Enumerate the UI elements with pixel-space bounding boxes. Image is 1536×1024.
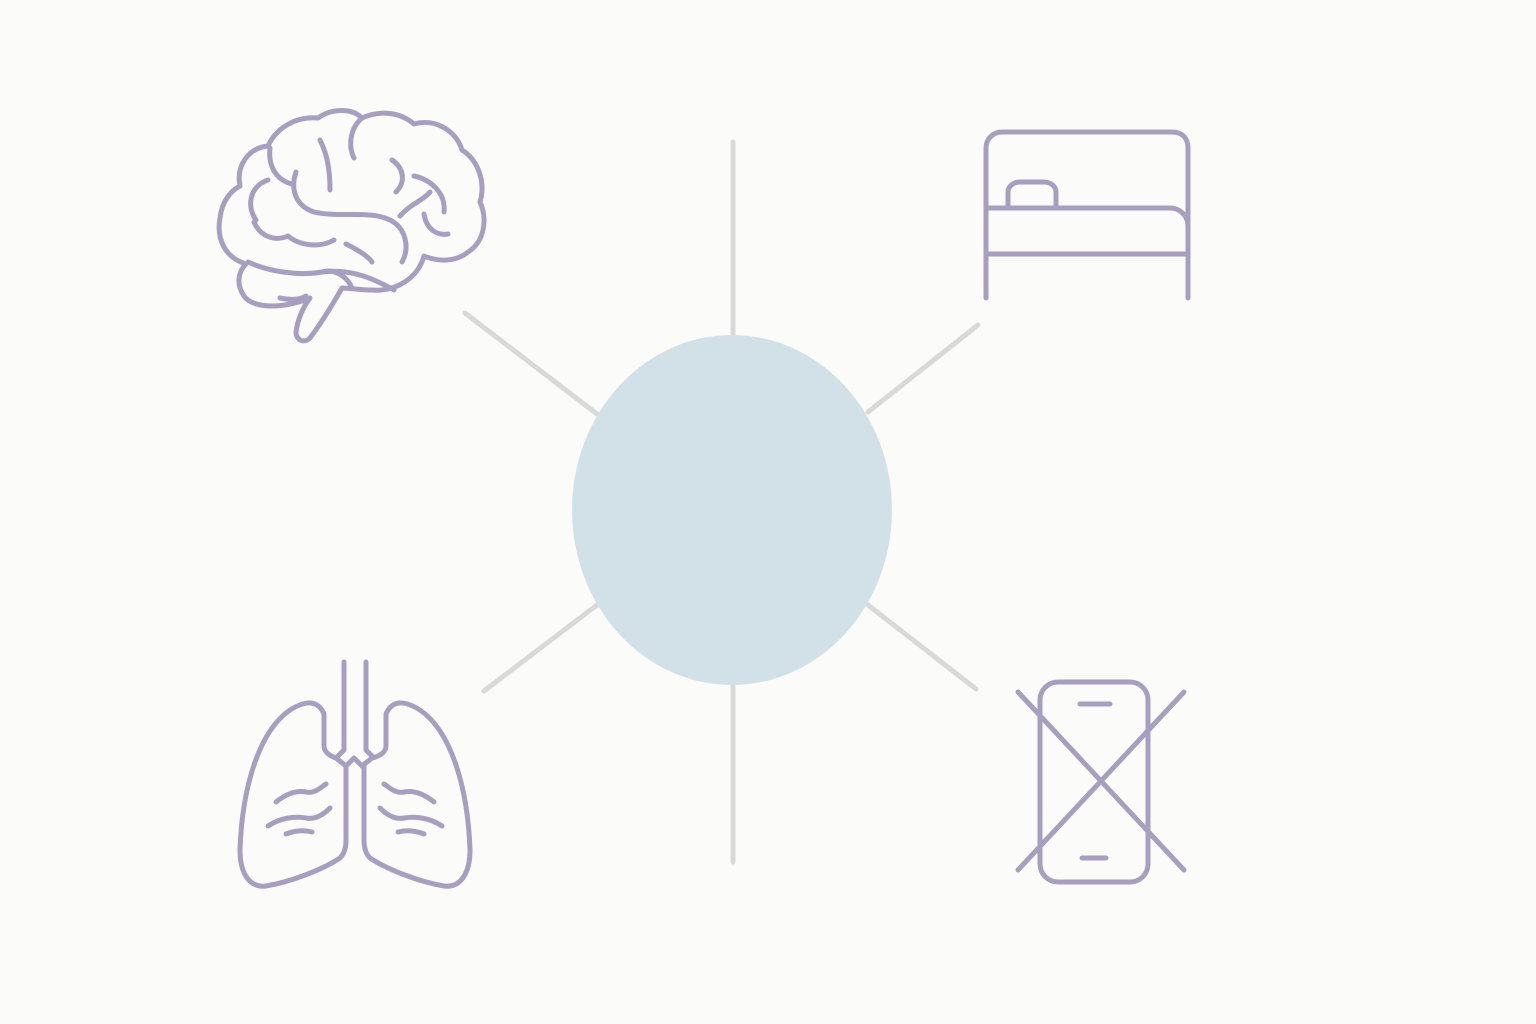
connector-top-right bbox=[865, 322, 981, 415]
connectors bbox=[462, 139, 981, 865]
connector-top-left bbox=[462, 310, 600, 417]
no-phone-icon bbox=[1015, 679, 1187, 885]
center-circle bbox=[572, 335, 892, 685]
bed-icon bbox=[983, 129, 1191, 301]
lungs-icon bbox=[237, 659, 473, 889]
connector-bottom-left bbox=[481, 602, 600, 694]
connector-bottom-right bbox=[865, 602, 979, 692]
brain-icon bbox=[216, 108, 487, 344]
